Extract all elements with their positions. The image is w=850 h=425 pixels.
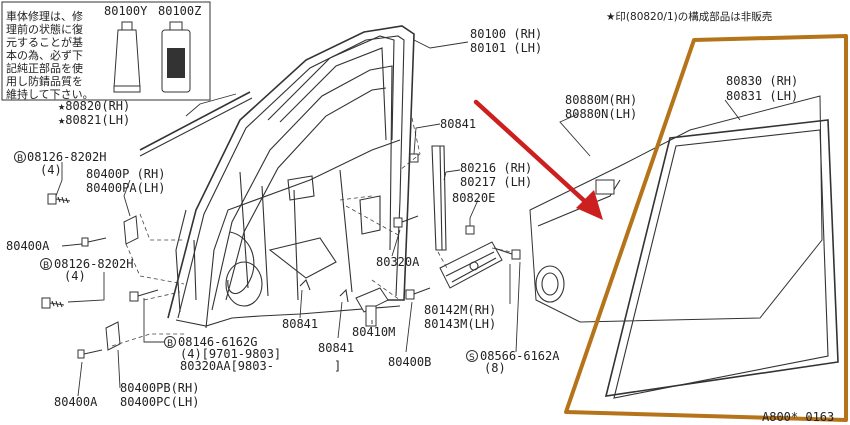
label-80320aa-range-end: ] bbox=[334, 359, 341, 373]
red-pointer-arrow bbox=[473, 99, 603, 220]
repair-note-box: 車体修理は、修 理前の状態に復 元することが基 本の為、必ず下 記純正部品を使 … bbox=[1, 1, 211, 101]
label-80143m-lh: 80143M(LH) bbox=[424, 317, 496, 331]
label-08126-8202h-lower: 08126-8202H bbox=[54, 257, 133, 271]
bolt-marker-b-1: B bbox=[14, 151, 26, 164]
bolt-icons bbox=[41, 193, 521, 359]
label-80400p-rh: 80400P (RH) bbox=[86, 167, 165, 181]
screw-marker-s: S bbox=[466, 350, 478, 363]
outer-weatherstrip-drawing bbox=[139, 91, 251, 151]
note-line-5: 記純正部品を使 bbox=[6, 61, 83, 75]
note-line-3: 元することが基 bbox=[6, 35, 83, 49]
label-80410m: 80410M bbox=[352, 325, 395, 339]
label-08126-upper-qty: (4) bbox=[40, 163, 62, 177]
note-line-4: 本の為、必ず下 bbox=[6, 48, 83, 62]
label-08126-8202h-upper: 08126-8202H bbox=[27, 150, 106, 164]
bolt-marker-b-2: B bbox=[40, 258, 52, 271]
hinge-bracket-upper-drawing bbox=[123, 215, 139, 245]
highlight-outline bbox=[564, 34, 848, 422]
door-seal-drawing bbox=[604, 119, 839, 399]
label-80400a-lower: 80400A bbox=[54, 395, 98, 409]
leader-lines bbox=[55, 39, 741, 397]
label-80821-lh: ★80821(LH) bbox=[58, 113, 130, 127]
label-80830-rh: 80830 (RH) bbox=[726, 74, 798, 88]
label-80400pa-lh: 80400PA(LH) bbox=[86, 181, 165, 195]
figure-code: A800* 0163 bbox=[762, 410, 834, 424]
door-hinge-drawing bbox=[355, 287, 389, 327]
label-08126-lower-qty: (4) bbox=[64, 269, 86, 283]
label-80841-low: 80841 bbox=[318, 341, 354, 355]
label-80880n-lh: 80880N(LH) bbox=[565, 107, 637, 121]
label-80142m-rh: 80142M(RH) bbox=[424, 303, 496, 317]
label-80820e: 80820E bbox=[452, 191, 495, 205]
sash-channel-drawing bbox=[431, 145, 447, 251]
hinge-bracket-lower-drawing bbox=[105, 321, 121, 351]
svg-text:B: B bbox=[167, 339, 173, 349]
svg-text:B: B bbox=[43, 261, 49, 271]
product-code-80100y: 80100Y bbox=[104, 4, 148, 18]
label-80100-rh: 80100 (RH) bbox=[470, 27, 542, 41]
assembly-guide-lines bbox=[111, 117, 513, 347]
label-80400b: 80400B bbox=[388, 355, 431, 369]
label-80400pc-lh: 80400PC(LH) bbox=[120, 395, 199, 409]
label-80101-lh: 80101 (LH) bbox=[470, 41, 542, 55]
label-80320a: 80320A bbox=[376, 255, 420, 269]
note-line-7: 維持して下さい。 bbox=[6, 87, 94, 101]
label-80831-lh: 80831 (LH) bbox=[726, 89, 798, 103]
door-check-link-drawing bbox=[439, 241, 503, 289]
note-line-1: 車体修理は、修 bbox=[6, 9, 83, 23]
label-80880m-rh: 80880M(RH) bbox=[565, 93, 637, 107]
svg-text:S: S bbox=[469, 353, 475, 363]
label-08566-6162a: 08566-6162A bbox=[480, 349, 560, 363]
door-trim-panel-drawing bbox=[529, 95, 823, 323]
label-80400a-upper: 80400A bbox=[6, 239, 50, 253]
bolt-marker-b-3: B bbox=[164, 336, 176, 349]
label-08146-6162g: 08146-6162G bbox=[178, 335, 257, 349]
label-80820-rh: ★80820(RH) bbox=[58, 99, 130, 113]
door-shell-drawing bbox=[167, 25, 415, 329]
part-labels: 80100 (RH) 80101 (LH) ★80820(RH) ★80821(… bbox=[6, 27, 798, 409]
label-80217-lh: 80217 (LH) bbox=[460, 175, 532, 189]
label-80216-rh: 80216 (RH) bbox=[460, 161, 532, 175]
non-sale-note: ★印(80820/1)の構成部品は非販売 bbox=[606, 10, 772, 23]
label-80841-top: 80841 bbox=[440, 117, 476, 131]
label-08146-qty-range: (4)[9701-9803] bbox=[180, 347, 281, 361]
svg-text:B: B bbox=[17, 154, 23, 164]
spray-can-icon bbox=[161, 21, 191, 93]
sealant-tube-icon bbox=[113, 21, 141, 93]
note-line-2: 理前の状態に復 bbox=[6, 22, 83, 36]
product-code-80100z: 80100Z bbox=[158, 4, 201, 18]
label-08566-qty: (8) bbox=[484, 361, 506, 375]
label-80320aa-range: 80320AA[9803- bbox=[180, 359, 274, 373]
note-line-6: 用し防錆品質を bbox=[6, 74, 83, 88]
label-80841-mid: 80841 bbox=[282, 317, 318, 331]
label-80400pb-rh: 80400PB(RH) bbox=[120, 381, 199, 395]
